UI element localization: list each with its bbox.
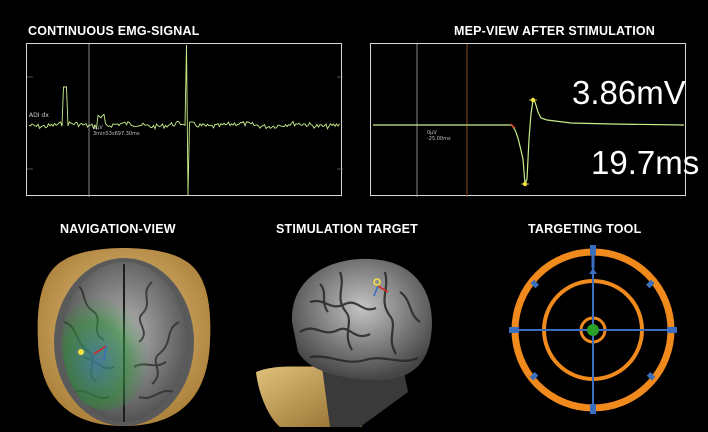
stimulation-target-view[interactable] [250,242,446,427]
mep-panel-title: MEP-VIEW AFTER STIMULATION [454,24,656,38]
targeting-center-dot [587,324,599,336]
emg-plot [27,44,343,197]
mep-latency-value: 19.7ms [591,144,700,181]
mep-view-panel[interactable]: 0µV -25.00ms 3.86mV 19.7ms [370,43,699,197]
navigation-view-title: NAVIGATION-VIEW [60,222,176,236]
navigation-view[interactable] [34,242,214,427]
mep-amplitude-value: 3.86mV [572,74,686,111]
emg-readout-value: 1µV [93,125,103,131]
stimulation-target-marker [373,278,381,286]
targeting-tool-view[interactable] [508,244,678,414]
targeting-tool-title: TARGETING TOOL [528,222,642,236]
targeting-reticle [509,245,677,414]
mep-plot [373,44,685,197]
emg-readout-time: 3min53s697.30ms [93,131,140,137]
nav-target-marker [78,349,84,355]
mep-readout-value: 0µV [427,130,437,136]
emg-channel-label: ADI dx [29,112,49,119]
navigation-brain-render [37,248,211,426]
stimulation-target-title: STIMULATION TARGET [276,222,419,236]
stimulation-brain-render [256,258,432,427]
mep-readout-time: -25.00ms [427,136,451,142]
emg-signal-panel[interactable]: ADI dx 1µV 3min53s697.30ms [26,43,343,197]
emg-panel-title: CONTINUOUS EMG-SIGNAL [28,24,200,38]
emg-trace [28,44,340,196]
